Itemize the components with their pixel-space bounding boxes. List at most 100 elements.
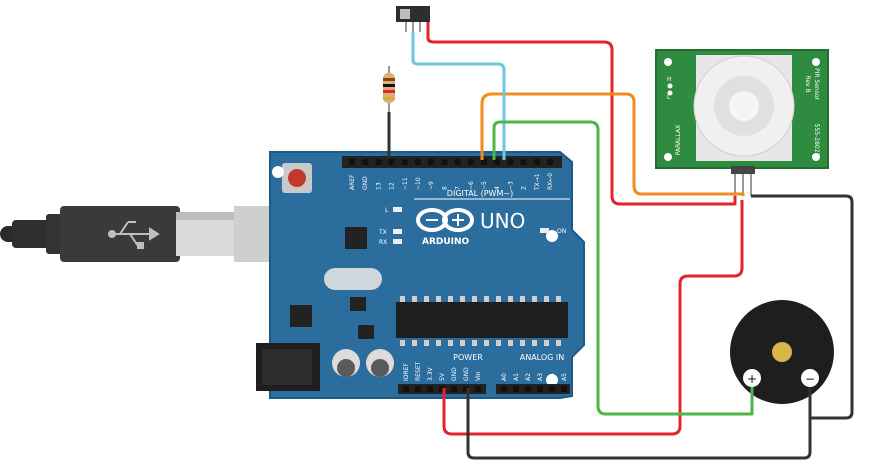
digital-pin-label: ~5: [481, 181, 488, 190]
chip-pin: [520, 296, 525, 302]
chip-pin: [436, 340, 441, 346]
chip-pin: [448, 296, 453, 302]
tx-led-label: TX: [378, 229, 387, 236]
wire-red-5v-pir: [426, 22, 737, 206]
analog-label: ANALOG IN: [520, 353, 565, 362]
digital-pin-label: 12: [389, 182, 396, 190]
header-pin: [475, 386, 481, 392]
chip-pin: [400, 296, 405, 302]
header-pin: [547, 159, 553, 165]
power-pin-label: GND: [463, 367, 470, 381]
header-pin: [561, 386, 567, 392]
wire-orange-pin7-pir: [480, 92, 745, 196]
resistor-icon: [383, 66, 395, 112]
digital-pin-label: GND: [362, 176, 369, 190]
header-pin: [454, 159, 461, 165]
header-pin: [428, 159, 435, 165]
slide-switch-icon[interactable]: [396, 6, 430, 32]
power-label: POWER: [453, 353, 483, 362]
digital-pin-label: ~3: [507, 181, 514, 190]
power-pin-label: GND: [451, 367, 458, 381]
l-led-label: L: [385, 207, 389, 214]
chip-pin: [520, 340, 525, 346]
chip-pin: [412, 296, 417, 302]
header-pin: [349, 159, 355, 165]
chip-pin: [556, 340, 561, 346]
header-pin: [439, 386, 445, 392]
wires: [387, 22, 854, 460]
pir-label-brand: PARALLAX: [675, 125, 682, 155]
chip-pin: [556, 296, 561, 302]
header-pin: [513, 386, 519, 392]
digital-pin-label: 2: [521, 186, 528, 190]
header-pin: [441, 159, 448, 165]
digital-pin-label: 7: [455, 186, 462, 190]
header-pin: [494, 159, 501, 165]
chip-pin: [400, 340, 405, 346]
usb-cable-icon: [0, 206, 270, 262]
header-pin: [537, 386, 543, 392]
chip-pin: [424, 296, 429, 302]
chip-pin: [532, 296, 537, 302]
chip-pin: [484, 296, 489, 302]
header-pin: [481, 159, 487, 165]
buzzer-plus: +: [747, 372, 757, 386]
pir-dome-icon: [693, 55, 795, 157]
wire-black-gnd-buzzer: [466, 388, 812, 460]
chip-pin: [448, 340, 453, 346]
pir-label-rev: Rev B: [804, 75, 811, 92]
analog-pin-label: A4: [549, 373, 556, 381]
board-model: UNO: [480, 209, 525, 233]
wire-green-pin6-buzzer: [492, 120, 754, 416]
chip-pin: [460, 296, 465, 302]
header-pin: [507, 159, 514, 165]
chip-pin: [508, 340, 513, 346]
digital-pin-label: AREF: [349, 174, 356, 190]
analog-pin-label: A2: [525, 373, 532, 381]
analog-pin-label: A3: [537, 373, 544, 381]
analog-pin-label: A5: [561, 373, 568, 381]
chip-pin: [412, 340, 417, 346]
pir-label-top: PIR Sensor: [813, 68, 820, 101]
rx-led-label: RX: [379, 239, 387, 246]
chip-pin: [472, 340, 477, 346]
digital-header-label: DIGITAL (PWM~): [447, 189, 513, 198]
reset-button-icon[interactable]: [282, 163, 312, 193]
header-pin: [520, 159, 527, 165]
header-pin: [401, 159, 408, 165]
wire-black-pir-gnd: [751, 194, 854, 420]
analog-pin-label: A0: [501, 373, 508, 381]
header-pin: [549, 386, 555, 392]
pir-sensor: PIR Sensor Rev B 555-28027 PARALLAX H L: [655, 49, 829, 196]
digital-pin-label: TX→1: [534, 173, 541, 191]
piezo-buzzer-icon: + −: [730, 300, 834, 404]
header-pin: [415, 386, 421, 392]
power-pin-label: 5V: [439, 372, 446, 381]
digital-pin-label: ~11: [402, 177, 409, 190]
chip-pin: [544, 296, 549, 302]
header-pin: [467, 159, 474, 165]
chip-pin: [544, 340, 549, 346]
header-pin: [427, 386, 433, 392]
digital-pin-label: ~6: [468, 181, 475, 190]
digital-pin-label: RX←0: [547, 173, 554, 190]
pir-jumper-h: H: [667, 76, 672, 83]
usb-symbol-icon: [108, 221, 160, 249]
digital-pin-label: 4: [494, 186, 501, 190]
chip-pin: [472, 296, 477, 302]
wire-red-5v-buzzer: [442, 200, 744, 436]
header-pin: [451, 386, 457, 392]
header-pin: [388, 159, 395, 165]
chip-pin: [424, 340, 429, 346]
chip-pin: [496, 340, 501, 346]
chip-pin: [508, 296, 513, 302]
on-led-label: ON: [557, 228, 566, 235]
header-pin: [501, 386, 507, 392]
digital-pin-label: ~10: [415, 177, 422, 190]
chip-pin: [436, 296, 441, 302]
pir-jumper-l: L: [667, 94, 671, 101]
header-pin: [362, 159, 369, 165]
header-pin: [463, 386, 469, 392]
